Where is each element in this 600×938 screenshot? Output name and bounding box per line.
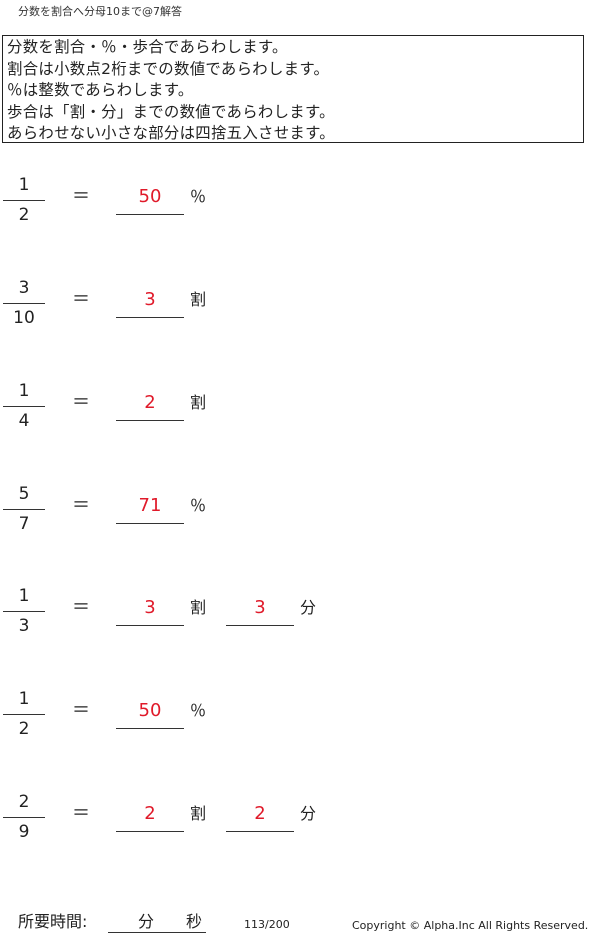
fraction-bar [3,714,45,715]
seconds-label: 秒 [186,912,203,931]
instruction-line: 歩合は「割・分」までの数値であらわします。 [7,102,335,121]
unit-label: 分 [300,598,317,617]
equals-sign: ＝ [72,495,90,516]
problem-row: 1 4 ＝ 2 割 [0,381,600,451]
unit-label: 割 [190,598,207,617]
numerator: 1 [18,689,30,709]
fraction-bar [3,200,45,201]
fraction-bar [3,817,45,818]
answer-1: 2 [144,803,156,824]
numerator: 1 [18,381,30,401]
answer-1: 50 [138,186,162,207]
problem-row: 1 2 ＝ 50 ％ [0,689,600,759]
answer-1: 50 [138,700,162,721]
copyright: Copyright © Alpha.Inc All Rights Reserve… [352,919,589,932]
problem-row: 1 2 ＝ 50 ％ [0,175,600,245]
answer-1: 3 [144,289,156,310]
fraction-bar [3,509,45,510]
time-line [108,932,206,933]
answer-line [116,728,184,729]
equals-sign: ＝ [72,289,90,310]
instruction-line: 割合は小数点2桁までの数値であらわします。 [7,59,330,78]
answer-line [116,420,184,421]
unit-label: 割 [190,290,207,309]
equals-sign: ＝ [72,597,90,618]
problem-row: 3 10 ＝ 3 割 [0,278,600,348]
answer-1: 2 [144,392,156,413]
answer-2: 2 [254,803,266,824]
denominator: 2 [18,205,30,225]
denominator: 10 [13,308,35,328]
fraction-bar [3,611,45,612]
denominator: 9 [18,822,30,842]
unit-label: 割 [190,393,207,412]
problem-row: 2 9 ＝ 2 割 2 分 [0,792,600,862]
unit-label: 割 [190,804,207,823]
answer-line [116,625,184,626]
answer-line [116,317,184,318]
minutes-label: 分 [138,912,155,931]
numerator: 1 [18,586,30,606]
numerator: 3 [18,278,30,298]
answer-line [116,214,184,215]
problem-row: 1 3 ＝ 3 割 3 分 [0,586,600,656]
answer-line [226,625,294,626]
answer-line [226,831,294,832]
answer-2: 3 [254,597,266,618]
numerator: 5 [18,484,30,504]
answer-line [116,523,184,524]
unit-label: 分 [300,804,317,823]
time-label: 所要時間: [18,912,88,931]
equals-sign: ＝ [72,803,90,824]
equals-sign: ＝ [72,392,90,413]
numerator: 1 [18,175,30,195]
answer-1: 3 [144,597,156,618]
unit-label: ％ [190,187,207,206]
unit-label: ％ [190,701,207,720]
equals-sign: ＝ [72,186,90,207]
instruction-line: ％は整数であらわします。 [7,81,194,100]
instruction-line: あらわせない小さな部分は四捨五入させます。 [7,124,335,143]
denominator: 2 [18,719,30,739]
denominator: 7 [18,514,30,534]
equals-sign: ＝ [72,700,90,721]
fraction-bar [3,406,45,407]
answer-1: 71 [138,495,162,516]
answer-line [116,831,184,832]
page-number: 113/200 [244,918,290,931]
instruction-line: 分数を割合・％・歩合であらわします。 [7,38,288,56]
unit-label: ％ [190,496,207,515]
worksheet-title: 分数を割合へ分母10まで@7解答 [18,5,182,18]
numerator: 2 [18,792,30,812]
problem-row: 5 7 ＝ 71 ％ [0,484,600,554]
denominator: 4 [18,411,30,431]
denominator: 3 [18,616,30,636]
fraction-bar [3,303,45,304]
instructions-box: 分数を割合・％・歩合であらわします。 割合は小数点2桁までの数値であらわします。… [2,35,584,143]
